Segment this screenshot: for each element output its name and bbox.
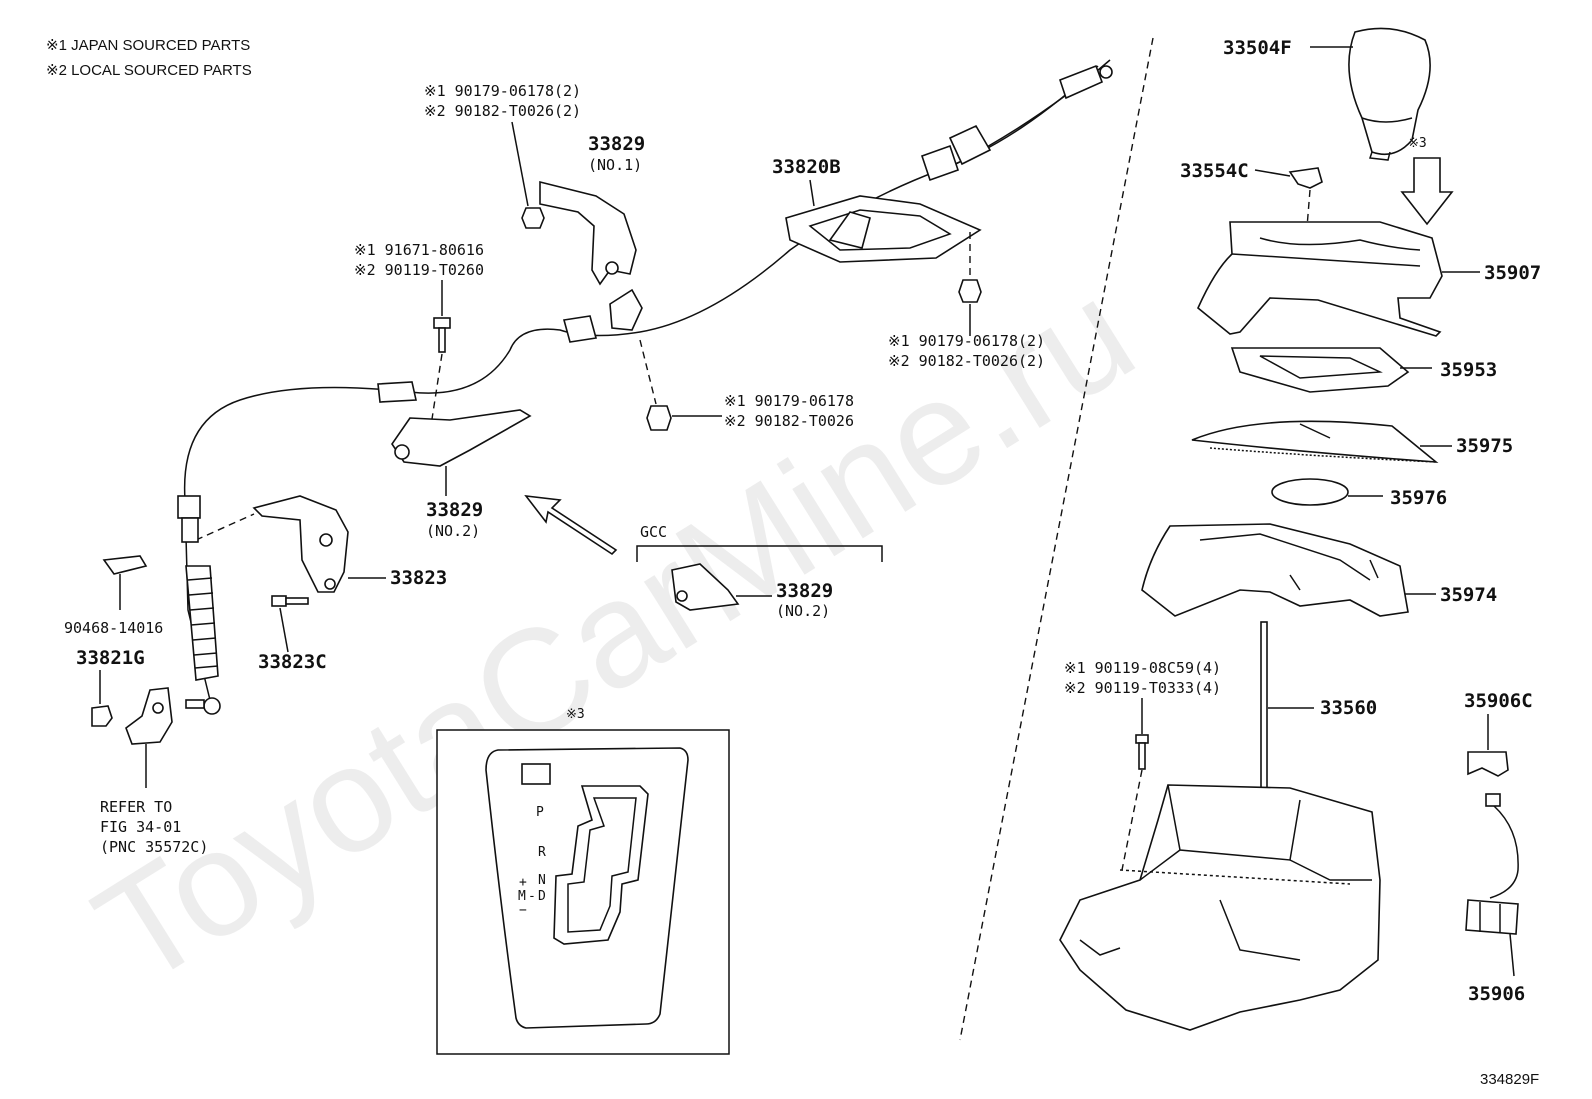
label-33820B: 33820B: [772, 156, 841, 178]
gate-minus: −: [519, 903, 527, 918]
label-33829-no2-sub: (NO.2): [426, 522, 480, 540]
gcc-bracket-line: [636, 545, 883, 562]
label-90468: 90468-14016: [64, 619, 163, 637]
bracket-33829-no1[interactable]: [539, 180, 637, 286]
dashed-bolt-4x: [1121, 769, 1143, 871]
note-japan: ※1 JAPAN SOURCED PARTS: [46, 37, 250, 54]
label-note3-box: ※3: [566, 707, 585, 722]
wire-harness-35906[interactable]: [1465, 793, 1519, 935]
label-33504F: 33504F: [1223, 37, 1292, 59]
leader-33823C: [279, 607, 289, 653]
nut-right[interactable]: [958, 279, 982, 303]
bracket-33829-no2[interactable]: [391, 409, 532, 467]
label-35953: 35953: [1440, 359, 1497, 381]
label-33829-no1: 33829: [588, 133, 645, 155]
label-35975: 35975: [1456, 435, 1513, 457]
nut-center[interactable]: [646, 405, 672, 431]
bracket-33829-gcc[interactable]: [671, 563, 740, 611]
gate-slot-inner: [567, 797, 637, 933]
label-nutR-japan: ※1 90179-06178(2): [888, 332, 1045, 350]
label-33829-no1-sub: (NO.1): [588, 156, 642, 174]
gate-m: M: [518, 889, 526, 904]
label-refer-line3: (PNC 35572C): [100, 838, 208, 856]
bolt-91671[interactable]: [433, 317, 451, 353]
label-nut2-japan: ※1 90179-06178(2): [424, 82, 581, 100]
gate-dash: -: [528, 889, 536, 904]
label-bolt4-japan: ※1 90119-08C59(4): [1064, 659, 1221, 677]
console-cover-35907[interactable]: [1197, 221, 1443, 337]
label-33829-gcc-sub: (NO.2): [776, 602, 830, 620]
bolt-33823C[interactable]: [271, 595, 309, 607]
plate-35953[interactable]: [1230, 347, 1410, 393]
cable-end-fitting[interactable]: [920, 64, 1113, 182]
label-nutR-local: ※2 90182-T0026(2): [888, 352, 1045, 370]
shift-knob-33504F[interactable]: [1348, 27, 1431, 161]
gate-p: P: [536, 805, 544, 820]
label-bolt4-local: ※2 90119-T0333(4): [1064, 679, 1221, 697]
bezel-35974[interactable]: [1141, 523, 1409, 617]
label-33829-gcc: 33829: [776, 580, 833, 602]
label-bolt-local: ※2 90119-T0260: [354, 261, 484, 279]
label-bolt-japan: ※1 91671-80616: [354, 241, 484, 259]
gate-n: N: [538, 873, 546, 888]
label-35906C: 35906C: [1464, 690, 1533, 712]
label-nut2-local: ※2 90182-T0026(2): [424, 102, 581, 120]
clip-90468[interactable]: [102, 555, 148, 575]
cable-grommet-mid[interactable]: [377, 381, 417, 403]
down-arrow-icon: [1400, 157, 1454, 226]
bracket-refer-fig[interactable]: [125, 687, 173, 745]
label-33823C: 33823C: [258, 651, 327, 673]
shift-cable[interactable]: [183, 65, 1099, 701]
label-33829-no2: 33829: [426, 499, 483, 521]
gate-plus: +: [519, 875, 527, 890]
gate-d: D: [538, 889, 546, 904]
dashed-33823: [195, 513, 255, 541]
label-nutC-local: ※2 90182-T0026: [724, 412, 854, 430]
direction-arrow-icon: [524, 494, 618, 556]
shift-lever-assembly-33560[interactable]: [1059, 621, 1381, 1031]
label-33821G: 33821G: [76, 647, 145, 669]
cover-35976[interactable]: [1271, 478, 1349, 506]
label-35976: 35976: [1390, 487, 1447, 509]
label-33554C: 33554C: [1180, 160, 1249, 182]
figure-code: 334829F: [1480, 1071, 1539, 1088]
leader-nut2: [511, 121, 529, 207]
cable-boot[interactable]: [177, 495, 221, 715]
nut-top[interactable]: [521, 207, 545, 229]
gate-indicator-window: [521, 763, 551, 785]
label-33823: 33823: [390, 567, 447, 589]
slide-plate-35975[interactable]: [1191, 420, 1439, 463]
label-35906: 35906: [1468, 983, 1525, 1005]
label-note3-top: ※3: [1408, 136, 1427, 151]
bracket-33823[interactable]: [252, 495, 349, 593]
clip-35906C[interactable]: [1467, 751, 1509, 777]
dashed-nut-center: [639, 339, 657, 405]
label-refer-line1: REFER TO: [100, 798, 172, 816]
label-gcc: GCC: [640, 523, 667, 541]
bolt-4x[interactable]: [1135, 734, 1149, 770]
note-local: ※2 LOCAL SOURCED PARTS: [46, 62, 252, 79]
label-refer-line2: FIG 34-01: [100, 818, 181, 836]
clip-33554C[interactable]: [1288, 167, 1323, 189]
label-35907: 35907: [1484, 262, 1541, 284]
label-33560: 33560: [1320, 697, 1377, 719]
cable-clamp[interactable]: [562, 288, 643, 343]
group-boundary-line: [959, 37, 1154, 1041]
leader-33820B: [809, 179, 815, 207]
gate-r: R: [538, 845, 546, 860]
leader-35906: [1509, 933, 1515, 977]
grommet-33821G[interactable]: [91, 705, 113, 727]
gate-slot-outer: [553, 785, 649, 945]
label-35974: 35974: [1440, 584, 1497, 606]
label-nutC-japan: ※1 90179-06178: [724, 392, 854, 410]
cable-bracket-33820B[interactable]: [785, 195, 982, 263]
leader-33554C: [1254, 169, 1291, 177]
